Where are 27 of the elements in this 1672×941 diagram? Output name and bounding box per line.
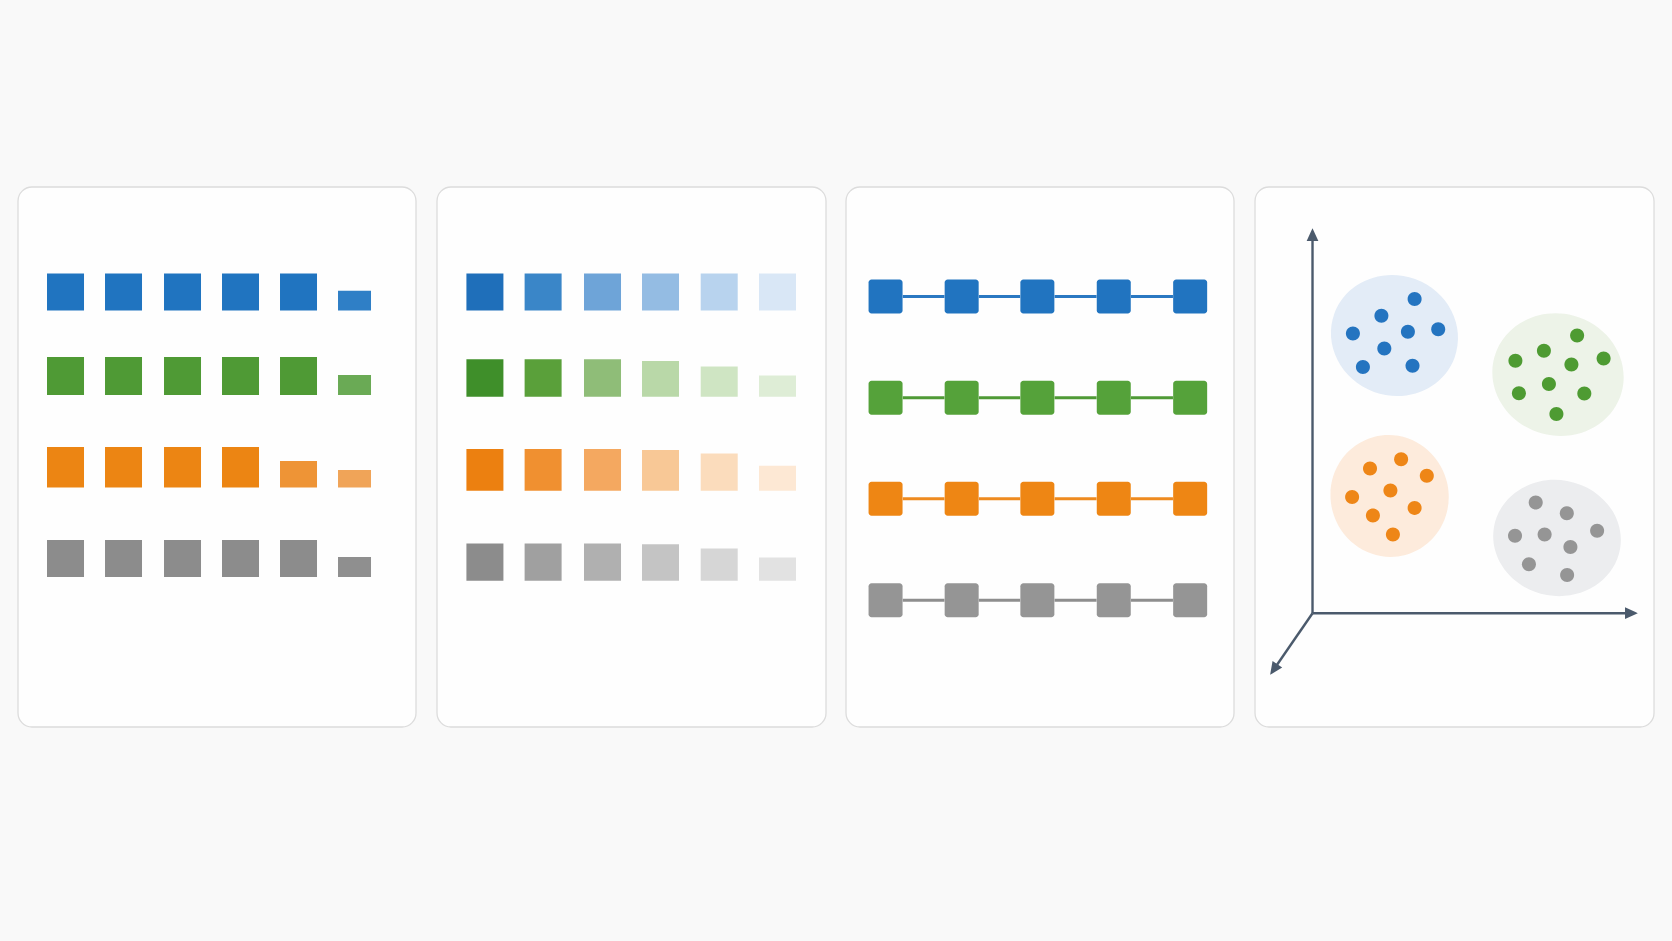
square-tile [1020,279,1055,314]
square-tile [1173,380,1208,415]
connector-line [978,497,1021,501]
square-tile [1096,583,1131,618]
connector-line [978,396,1021,400]
square-tile [1173,583,1208,618]
connector-line [1054,295,1097,299]
connector-line [978,598,1021,602]
square-tile [868,583,903,618]
connector-line [1054,497,1097,501]
square-tile [1020,583,1055,618]
connector-line [1130,295,1173,299]
connector-line [1130,497,1173,501]
square-tile [1173,279,1208,314]
connector-line [902,396,945,400]
connector-line [1130,396,1173,400]
square-tile [1173,481,1208,516]
connector-line [902,295,945,299]
connector-line [902,598,945,602]
connector-line [1054,396,1097,400]
connector-line [978,295,1021,299]
connector-line [902,497,945,501]
connector-line [1130,598,1173,602]
square-tile [1020,380,1055,415]
connector-line [1054,598,1097,602]
square-tile [1020,481,1055,516]
square-tile [944,583,979,618]
